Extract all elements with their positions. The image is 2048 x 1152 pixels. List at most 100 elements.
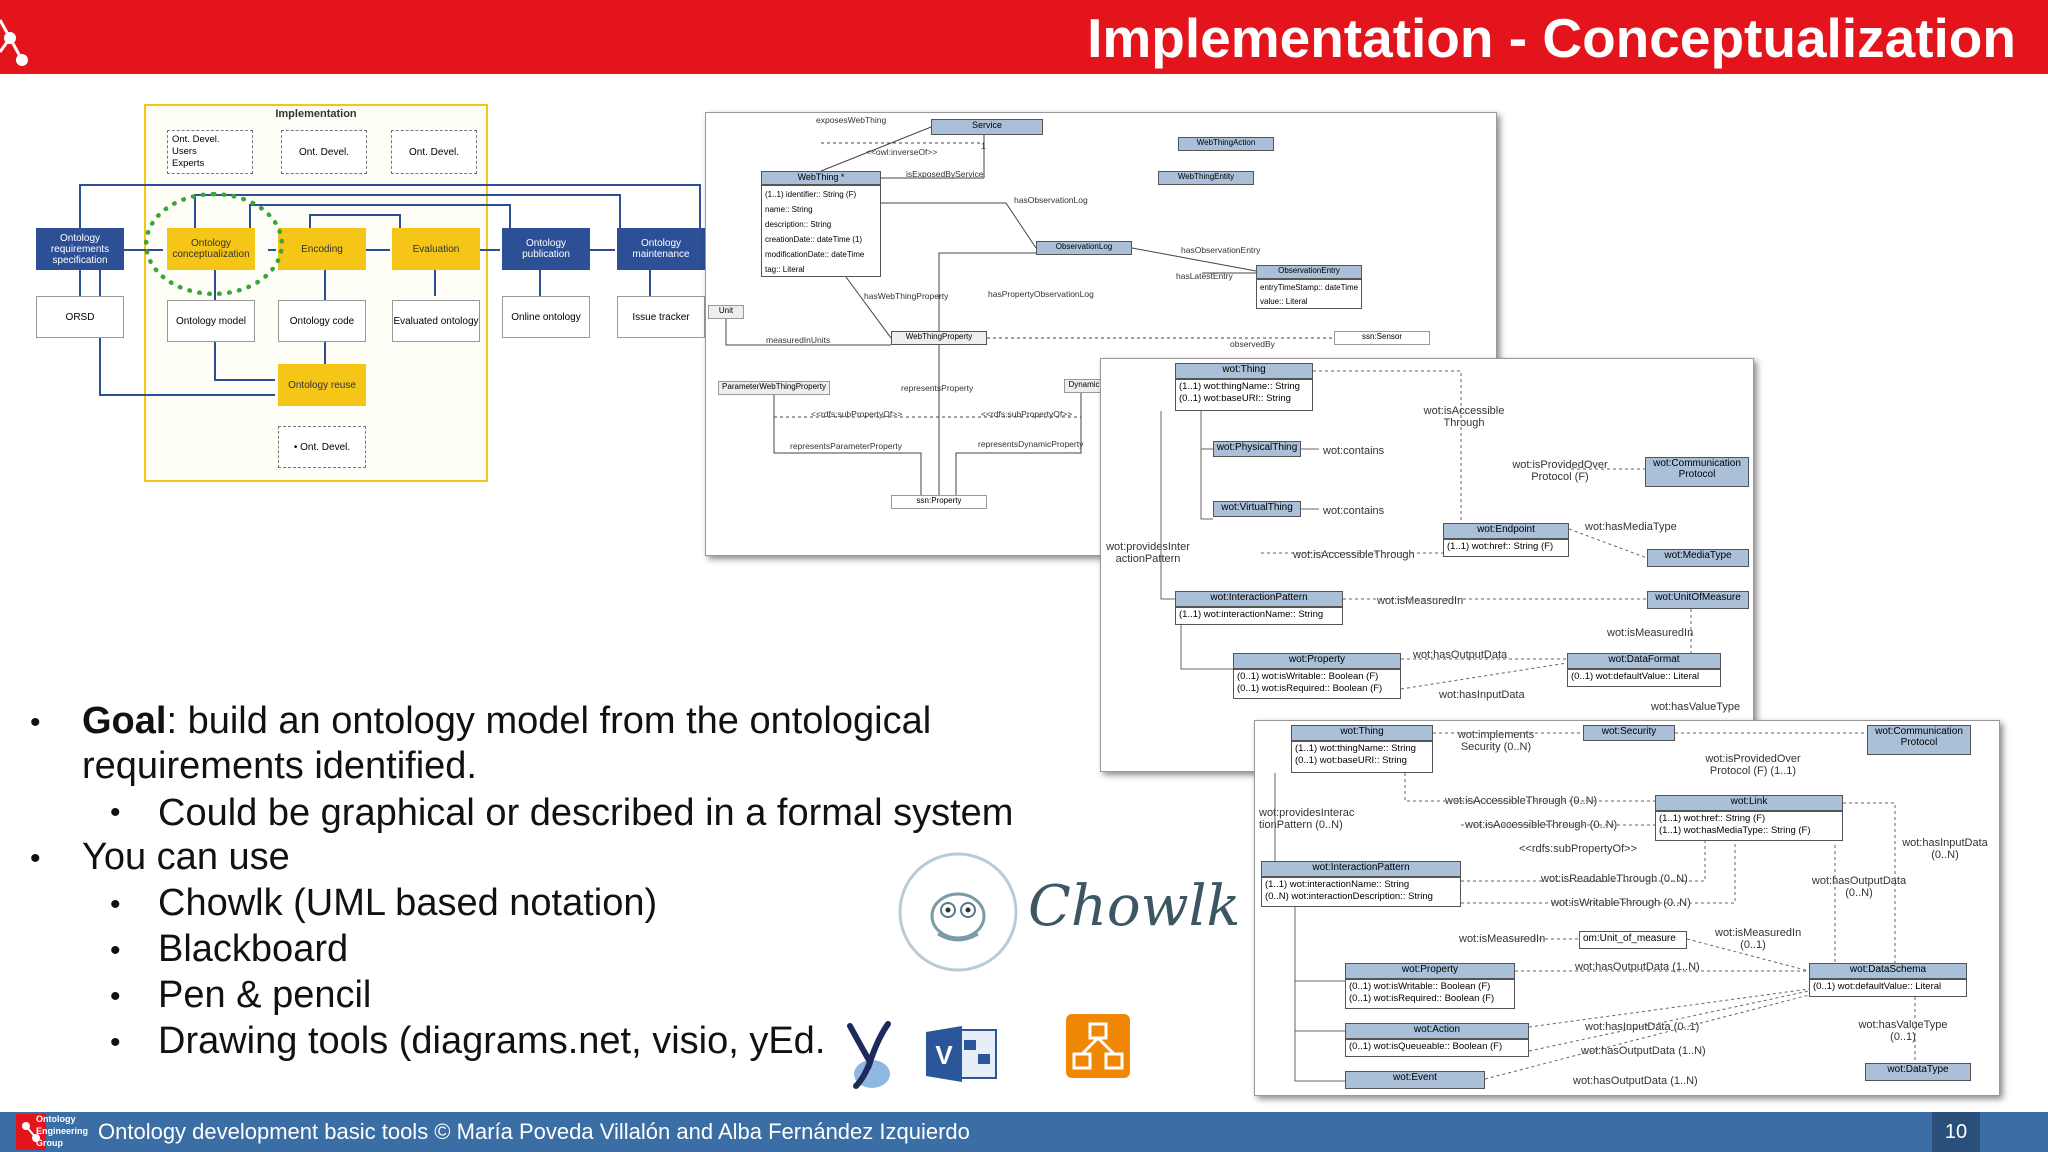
link-class: wot:Link: [1655, 795, 1843, 811]
reuse-box: Ontology reuse: [278, 364, 366, 406]
datatype-class: wot:DataType: [1865, 1063, 1971, 1081]
uml-diagram-3: wot:Thing (1..1) wot:thingName:: String …: [1254, 720, 2000, 1096]
attr-line: (1..1) wot:hasMediaType:: String (F): [1659, 825, 1811, 836]
attr-line: (1..1) wot:interactionName:: String: [1265, 879, 1410, 890]
edge-label: hasPropertyObservationLog: [988, 289, 1094, 299]
edge-label: representsProperty: [901, 383, 974, 393]
diagram2-edges: [1160, 370, 1692, 690]
svg-text:V: V: [935, 1040, 953, 1070]
edge-label: <<owl:inverseOf>>: [866, 147, 938, 157]
interaction-attrs: (1..1) wot:interactionName:: String: [1175, 607, 1343, 625]
spec-box: Ontology requirements specification: [36, 228, 124, 270]
evaluated-box: Evaluated ontology: [392, 300, 480, 342]
attr-line: tag:: Literal: [765, 265, 805, 274]
endpoint-class: wot:Endpoint: [1443, 523, 1569, 539]
implementation-title: Implementation: [275, 108, 357, 120]
bullet-use: You can use: [82, 836, 290, 878]
attr-line: (0..1) wot:baseURI:: String: [1295, 755, 1407, 766]
tracker-box: Issue tracker: [617, 296, 705, 338]
thing-attrs: (1..1) wot:thingName:: String (0..1) wot…: [1175, 379, 1313, 411]
observationentry-attrs: entryTimeStamp:: dateTime value:: Litera…: [1256, 279, 1362, 309]
edge-label: wot:isMeasuredIn: [1377, 595, 1464, 607]
edge-label: hasLatestEntry: [1176, 271, 1233, 281]
physicalthing-class: wot:PhysicalThing: [1213, 441, 1301, 457]
bullet-dot: •: [110, 1026, 121, 1059]
link-attrs: (1..1) wot:href:: String (F) (1..1) wot:…: [1655, 811, 1843, 841]
title-bar: [0, 0, 2048, 74]
role-item: Experts: [172, 158, 205, 169]
attr-line: (0..1) wot:isWritable:: Boolean (F): [1349, 981, 1491, 992]
webthing-class: WebThing *: [761, 171, 881, 185]
bullet-dot: •: [110, 888, 121, 921]
attr-line: (1..1) wot:href:: String (F): [1659, 813, 1766, 824]
encoding-box: Encoding: [278, 228, 366, 270]
visio-icon: V: [926, 1026, 997, 1082]
bullet-dot: •: [110, 980, 121, 1013]
attr-line: value:: Literal: [1260, 297, 1308, 306]
property-attrs: (0..1) wot:isWritable:: Boolean (F) (0..…: [1345, 979, 1515, 1009]
webthingproperty-class: WebThingProperty: [891, 331, 987, 345]
endpoint-attrs: (1..1) wot:href:: String (F): [1443, 539, 1569, 557]
yed-icon: [847, 1021, 891, 1089]
edge-label: wot:hasValueType (0..1): [1858, 1019, 1948, 1043]
model-box: Ontology model: [167, 300, 255, 342]
online-box: Online ontology: [502, 296, 590, 338]
attr-line: (1..1) identifier:: String (F): [765, 190, 857, 199]
edge-label: observedBy: [1230, 339, 1275, 349]
paramprop-class: ParameterWebThingProperty: [718, 381, 830, 395]
roles-box-left: Ont. Devel. Users Experts: [167, 130, 253, 174]
event-class: wot:Event: [1345, 1071, 1485, 1089]
webthingaction-class: WebThingAction: [1178, 137, 1274, 151]
attr-line: entryTimeStamp:: dateTime: [1260, 283, 1359, 292]
goal-line-2: requirements identified.: [82, 745, 477, 787]
edge-label: wot:hasInputData (0..N): [1902, 837, 1988, 861]
uml-diagram-2: wot:Thing (1..1) wot:thingName:: String …: [1100, 358, 1754, 772]
goal-label: Goal: [82, 700, 167, 742]
role-item: Ont. Devel.: [172, 134, 220, 145]
edge-label: hasWebThingProperty: [864, 291, 949, 301]
property-attrs: (0..1) wot:isWritable:: Boolean (F) (0..…: [1233, 669, 1401, 699]
methodology-diagram: Implementation Ont. Devel. Users Experts…: [20, 100, 710, 490]
attr-line: (0..1) wot:baseURI:: String: [1179, 393, 1291, 404]
edge-label: wot:isAccessible Through: [1423, 405, 1505, 429]
footer-bar: [0, 1112, 2048, 1152]
thing-class: wot:Thing: [1175, 363, 1313, 379]
edge-label: wot:isMeasuredIn: [1459, 933, 1546, 945]
dataformat-attrs: (0..1) wot:defaultValue:: Literal: [1567, 669, 1721, 687]
unit-class: Unit: [708, 305, 744, 319]
property-class: wot:Property: [1345, 963, 1515, 979]
bullet-tool: Drawing tools (diagrams.net, visio, yEd.: [158, 1020, 826, 1062]
edge-label: wot:hasMediaType: [1585, 521, 1677, 533]
sensor-class: ssn:Sensor: [1334, 331, 1430, 345]
page-number: 10: [1932, 1112, 1980, 1152]
webthingentity-class: WebThingEntity: [1158, 171, 1254, 185]
goal-text: : build an ontology model from the ontol…: [166, 700, 932, 742]
edge-label: wot:contains: [1323, 505, 1385, 517]
attr-line: (0..N) wot:interactionDescription:: Stri…: [1265, 891, 1433, 902]
bullet-goal: Goal: build an ontology model from the o…: [82, 700, 931, 743]
network-logo-icon: [0, 19, 28, 66]
edge-label: wot:isWritableThrough (0..N): [1551, 897, 1691, 909]
diagram1-edges: [725, 126, 1334, 495]
action-class: wot:Action: [1345, 1023, 1529, 1039]
virtualthing-class: wot:VirtualThing: [1213, 501, 1301, 517]
edge-label: wot:isMeasuredIn: [1607, 627, 1694, 639]
attr-line: creationDate:: dateTime (1): [765, 235, 863, 244]
edge-label: wot:hasOutputData: [1413, 649, 1508, 661]
dataschema-attrs: (0..1) wot:defaultValue:: Literal: [1809, 979, 1967, 997]
edge-label: wot:hasValueType: [1651, 701, 1741, 713]
code-box: Ontology code: [278, 300, 366, 342]
orsd-box: ORSD: [36, 296, 124, 338]
edge-label: exposesWebThing: [816, 115, 887, 125]
edge-label: <<rdfs:subPropertyOf>>: [811, 409, 903, 419]
edge-label: hasObservationEntry: [1181, 245, 1261, 255]
security-class: wot:Security: [1583, 725, 1675, 741]
evaluation-box: Evaluation: [392, 228, 480, 270]
dynamic-class: Dynamic: [1064, 379, 1104, 393]
edge-label: representsDynamicProperty: [978, 439, 1084, 449]
edge-label: 1: [981, 141, 986, 151]
attr-line: name:: String: [765, 205, 813, 214]
reuse-role-text: Ont. Devel.: [300, 441, 351, 453]
commprotocol-class: wot:Communication Protocol: [1645, 457, 1749, 487]
edge-label: wot:isAccessibleThrough: [1293, 549, 1415, 561]
